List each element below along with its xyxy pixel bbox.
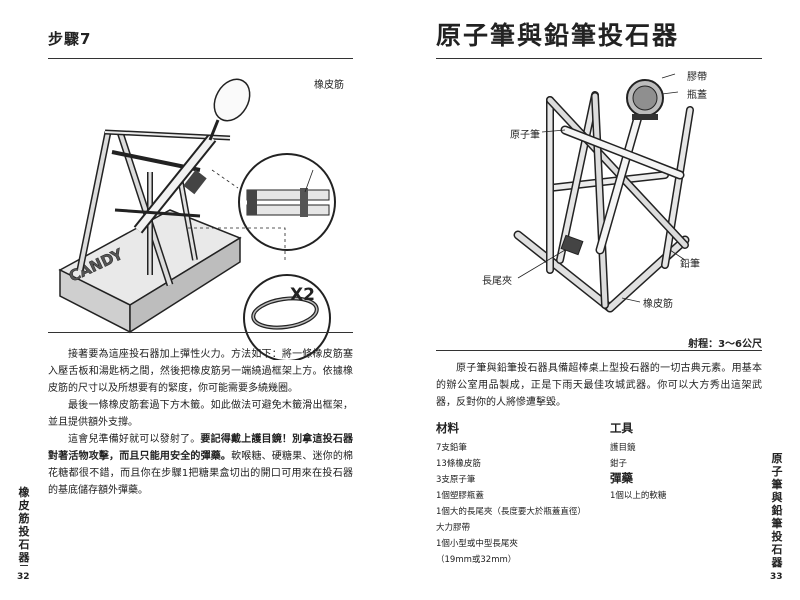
safety-warning: 要記得戴上護目鏡！別拿這投石器對著活物攻擊，而且只能用安全的彈藥。: [48, 434, 354, 462]
pen-pencil-catapult-illustration: [513, 73, 694, 313]
left-page: 步驟7 CANDY: [17, 30, 353, 582]
tools-list: 護目鏡 鉗子: [610, 440, 636, 472]
materials-list: 7支鉛筆 13條橡皮筋 3支原子筆 1個塑膠瓶蓋 1個大的長尾夾（長度要大於瓶蓋…: [436, 440, 586, 568]
paragraph-3-start: 這會兒準備好就可以發射了。: [68, 434, 201, 445]
pencil-label: 鉛筆: [680, 259, 700, 270]
materials-item: 1個塑膠瓶蓋: [436, 491, 484, 501]
rubber-band-label: 橡皮筋: [314, 80, 344, 91]
left-body-text: 接著要為這座投石器加上彈性火力。方法如下：將一條橡皮筋塞入壓舌板和湯匙柄之間，然…: [48, 346, 353, 499]
ammo-heading: 彈藥: [610, 471, 633, 485]
tools-heading: 工具: [610, 421, 633, 435]
page-title: 原子筆與鉛筆投石器: [436, 21, 680, 50]
range-label: 射程：3～6公尺: [688, 339, 762, 350]
materials-item: 7支鉛筆: [436, 443, 467, 453]
ammo-item: 1個以上的軟糖: [610, 491, 667, 501]
paragraph-2: 最後一條橡皮筋套過下方木籤。如此做法可避免木籤滑出框架，並且提供額外支撐。: [48, 400, 353, 428]
intro-text: 原子筆與鉛筆投石器具備超棒桌上型投石器的一切古典元素。用基本的辦公室用品製成，正…: [436, 360, 762, 411]
rubber-band-catapult-illustration: CANDY: [58, 78, 336, 360]
materials-heading: 材料: [436, 421, 459, 435]
left-page-number: 32: [17, 572, 30, 582]
range-rule: [436, 350, 762, 351]
paragraph-3: 這會兒準備好就可以發射了。要記得戴上護目鏡！別拿這投石器對著活物攻擊，而且只能用…: [48, 431, 353, 499]
tape-label: 膠帶: [687, 72, 707, 83]
rubber-band-label: 橡皮筋: [643, 299, 673, 310]
x2-label: X2: [290, 285, 315, 305]
ballpoint-pen-label: 原子筆: [510, 130, 540, 141]
right-page: 原子筆與鉛筆投石器: [400, 0, 800, 600]
right-page-dash: [773, 565, 781, 566]
intro-paragraph: 原子筆與鉛筆投石器具備超棒桌上型投石器的一切古典元素。用基本的辦公室用品製成，正…: [436, 363, 762, 408]
materials-item: 13條橡皮筋: [436, 459, 481, 469]
tools-item: 護目鏡: [610, 443, 636, 453]
left-side-label: 橡皮筋投石器: [18, 486, 30, 564]
materials-item: 1個小型或中型長尾夾: [436, 539, 518, 549]
materials-item: 3支原子筆: [436, 475, 476, 485]
title-rule: [436, 58, 762, 59]
header-rule: [48, 58, 353, 59]
materials-item: （19mm或32mm）: [436, 555, 517, 565]
ammo-list: 1個以上的軟糖: [610, 488, 666, 504]
materials-item: 大力膠帶: [436, 523, 471, 533]
binder-clip-label: 長尾夾: [482, 276, 512, 287]
tools-item: 鉗子: [610, 459, 628, 469]
diagram-bottom-rule: [48, 332, 353, 333]
bottle-cap-label: 瓶蓋: [687, 90, 707, 101]
materials-item: 1個大的長尾夾（長度要大於瓶蓋直徑）: [436, 507, 586, 517]
paragraph-3-end: 軟喉糖、硬糖果、迷你的棉花糖都很不錯，而且你在步驟1把糖果盒切出的開口可用來在投…: [48, 451, 354, 496]
paragraph-1: 接著要為這座投石器加上彈性火力。方法如下：將一條橡皮筋塞入壓舌板和湯匙柄之間，然…: [48, 349, 353, 394]
right-page-number: 33: [770, 572, 783, 582]
left-page-dash: [20, 565, 28, 566]
step-title: 步驟7: [48, 30, 92, 48]
right-side-label: 原子筆與鉛筆投石器: [771, 452, 783, 569]
